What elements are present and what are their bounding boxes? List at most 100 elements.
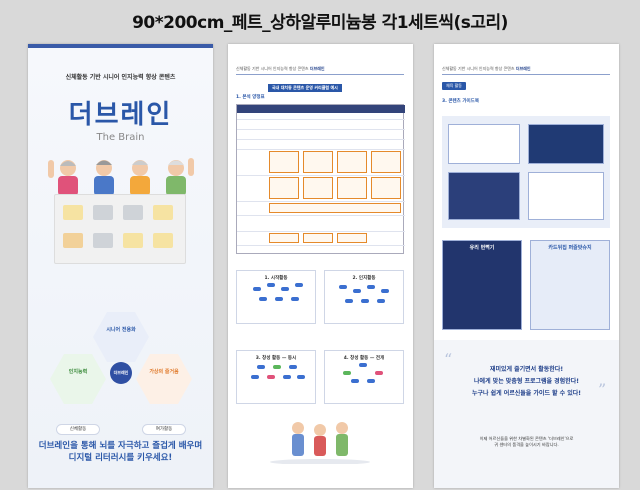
node-chip (281, 287, 289, 291)
activity-card: 4. 창성 활동 — 전개 (324, 350, 404, 404)
node-chip (377, 299, 385, 303)
node-chip (367, 285, 375, 289)
header-prefix: 신체활동 기반 시니어 인지능력 향상 콘텐츠 (442, 66, 515, 71)
schedule-block (337, 233, 367, 243)
node-chip (251, 375, 259, 379)
activity-card-title: 2. 인지활동 (352, 276, 376, 281)
table-row (237, 175, 405, 176)
node-chip (267, 375, 275, 379)
banner3-header: 신체활동 기반 시니어 인지능력 향상 콘텐츠 더브레인 (442, 66, 531, 72)
game-shot-2: 카드뒤집 퍼즐밧슈지 (530, 240, 610, 330)
brand-logo-english: The Brain (96, 132, 145, 143)
top-strip (28, 44, 213, 48)
table-row (237, 231, 405, 232)
node-chip (291, 297, 299, 301)
senior-figure (94, 160, 114, 196)
table-row (237, 119, 405, 120)
hex-fun: 가상의 즐거움 (136, 354, 192, 404)
node-chip (259, 297, 267, 301)
node-chip (351, 379, 359, 383)
section-tag: 체육 활동 (442, 82, 466, 90)
node-chip (367, 379, 375, 383)
table-header-cell (335, 105, 370, 113)
node-chip (359, 363, 367, 367)
node-chip (267, 283, 275, 287)
card-tile (63, 233, 83, 248)
banner1-slogan: 더브레인을 통해 뇌를 자극하고 즐겁게 배우며 디지털 리터러시를 키우세요! (28, 440, 213, 464)
guidebook-preview (442, 116, 610, 228)
hex-fun-label: 가상의 즐거움 (149, 369, 179, 375)
closing-line-2: 귀 센터의 품격을 높이시기 바랍니다. (494, 442, 559, 447)
node-chip (353, 289, 361, 293)
activity-card: 1. 시작활동 (236, 270, 316, 324)
header-brand: 더브레인 (515, 66, 531, 71)
senior-figure (48, 160, 78, 196)
guide-screenshot (448, 172, 520, 220)
schedule-block (337, 151, 367, 173)
hex-cognition-label: 인지능력 (68, 369, 88, 375)
seniors-illustration (48, 158, 194, 196)
hex-cognition: 인지능력 (50, 354, 106, 404)
schedule-block (371, 177, 401, 199)
node-chip (253, 287, 261, 291)
closing-text: 이제 어르신들을 위한 차별화된 콘텐츠 '더브레인'으로 귀 센터의 품격을 … (434, 436, 619, 448)
schedule-block (269, 151, 299, 173)
open-quote-icon: “ (444, 350, 453, 369)
close-quote-icon: ” (598, 380, 607, 399)
game-shot-1-label: 유리 번쩍기 (469, 245, 495, 251)
node-chip (375, 371, 383, 375)
seniors-activity-illustration (270, 422, 370, 464)
node-chip (381, 289, 389, 293)
node-chip (361, 299, 369, 303)
schedule-block (337, 177, 367, 199)
slogan-line-2: 디지털 리터러시를 키우세요! (68, 453, 173, 463)
guide-screenshot (528, 172, 604, 220)
page-title: 90*200cm_페트_상하알루미늄봉 각1세트씩(s고리) (132, 13, 508, 33)
quote-line-2: 나에게 맞는 맞춤형 프로그램을 경험한다! (474, 378, 579, 385)
node-chip (273, 365, 281, 369)
node-chip (345, 299, 353, 303)
table-row (237, 139, 405, 140)
activity-card-title: 1. 시작활동 (264, 276, 288, 281)
banner2-header: 신체활동 기반 시니어 인지능력 향상 콘텐츠 더브레인 (236, 66, 325, 72)
node-chip (257, 365, 265, 369)
table-header-cell (370, 105, 405, 113)
header-brand: 더브레인 (309, 66, 325, 71)
header-prefix: 신체활동 기반 시니어 인지능력 향상 콘텐츠 (236, 66, 309, 71)
node-chip (343, 371, 351, 375)
schedule-block (303, 233, 333, 243)
quote-section (434, 340, 619, 488)
table-row (237, 129, 405, 130)
activity-card: 2. 인지활동 (324, 270, 404, 324)
schedule-block (269, 177, 299, 199)
node-chip (275, 297, 283, 301)
node-chip (283, 375, 291, 379)
banner1-subtitle: 신체활동 기반 시니어 인지능력 향상 콘텐츠 (65, 74, 176, 81)
senior-figure (166, 158, 194, 196)
node-chip (339, 285, 347, 289)
table-row (237, 245, 405, 246)
guide-screenshot (528, 124, 604, 164)
activity-card-title: 4. 창성 활동 — 전개 (343, 356, 385, 361)
hex-senior: 시니어 전용화 (93, 312, 149, 362)
section-label: 국내 대치동 콘텐츠 운영 커리큘럼 예시 (268, 84, 342, 92)
header-divider (236, 74, 404, 75)
quote-line-3: 누구나 쉽게 어르신들을 가이드 할 수 있다! (471, 390, 582, 397)
table-row (237, 215, 405, 216)
node-chip (295, 283, 303, 287)
game-shot-1: 유리 번쩍기 (442, 240, 522, 330)
feature-diagram: 시니어 전용화 인지능력 가상의 즐거움 더브레인 신체활동 여가활동 (46, 312, 196, 452)
card-tile (153, 233, 173, 248)
curriculum-table (236, 104, 405, 254)
schedule-block (303, 177, 333, 199)
slogan-line-1: 더브레인을 통해 뇌를 자극하고 즐겁게 배우며 (38, 441, 203, 451)
schedule-block (269, 203, 401, 213)
header-divider (442, 74, 610, 75)
card-tile (93, 205, 113, 220)
banner-panel-2: 신체활동 기반 시니어 인지능력 향상 콘텐츠 더브레인 국내 대치동 콘텐츠 … (228, 44, 413, 488)
schedule-block (303, 151, 333, 173)
activity-card: 3. 창성 활동 — 동시 (236, 350, 316, 404)
card-tile (153, 205, 173, 220)
brand-logo: 더브레인 (68, 100, 173, 130)
chip-physical: 신체활동 (56, 424, 100, 435)
